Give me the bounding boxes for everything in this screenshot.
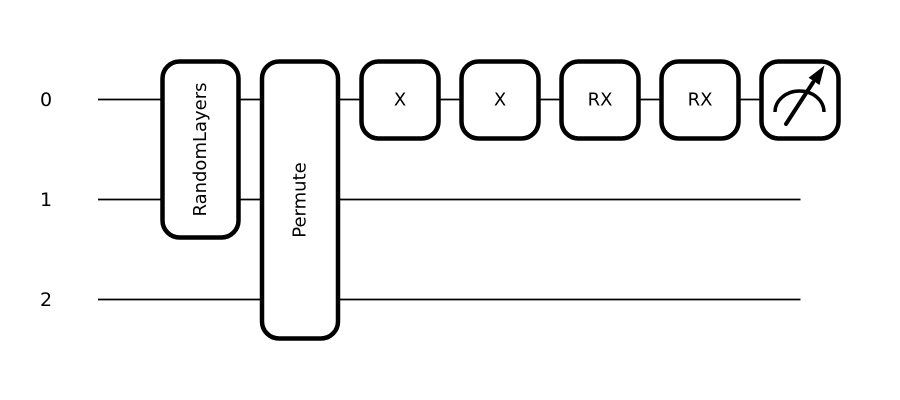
- gate-x-2-box: [459, 59, 541, 141]
- gate-permute: Permute: [259, 59, 341, 341]
- gate-x-1-label: X: [394, 90, 406, 111]
- gate-rx-1-label: RX: [588, 90, 613, 111]
- gate-rx-2-box: [659, 59, 741, 141]
- gauge-needle: [784, 80, 815, 126]
- gauge-arc: [773, 89, 826, 113]
- wire-1-label: 1: [40, 189, 52, 211]
- gate-randomlayers: RandomLayers: [160, 59, 241, 240]
- wire-0-label: 0: [40, 89, 52, 111]
- gate-x-2-label: X: [494, 90, 506, 111]
- gauge-measurement-icon: [773, 65, 826, 126]
- gauge-arrowhead-icon: [808, 65, 825, 85]
- gate-rx-2: RX: [659, 59, 741, 141]
- gate-rx-1-box: [559, 59, 641, 141]
- measurement-gate: [759, 59, 841, 141]
- wire-labels: 0 1 2: [40, 89, 52, 311]
- gate-permute-box: [259, 59, 341, 341]
- gate-randomlayers-box: [160, 59, 241, 240]
- gate-x-1: X: [359, 59, 441, 141]
- gate-permute-label: Permute: [290, 162, 311, 237]
- wire-2-label: 2: [40, 289, 52, 311]
- gate-rx-2-label: RX: [688, 90, 713, 111]
- gate-rx-1: RX: [559, 59, 641, 141]
- gate-randomlayers-label: RandomLayers: [190, 82, 211, 216]
- gate-x-2: X: [459, 59, 541, 141]
- gate-x-1-box: [359, 59, 441, 141]
